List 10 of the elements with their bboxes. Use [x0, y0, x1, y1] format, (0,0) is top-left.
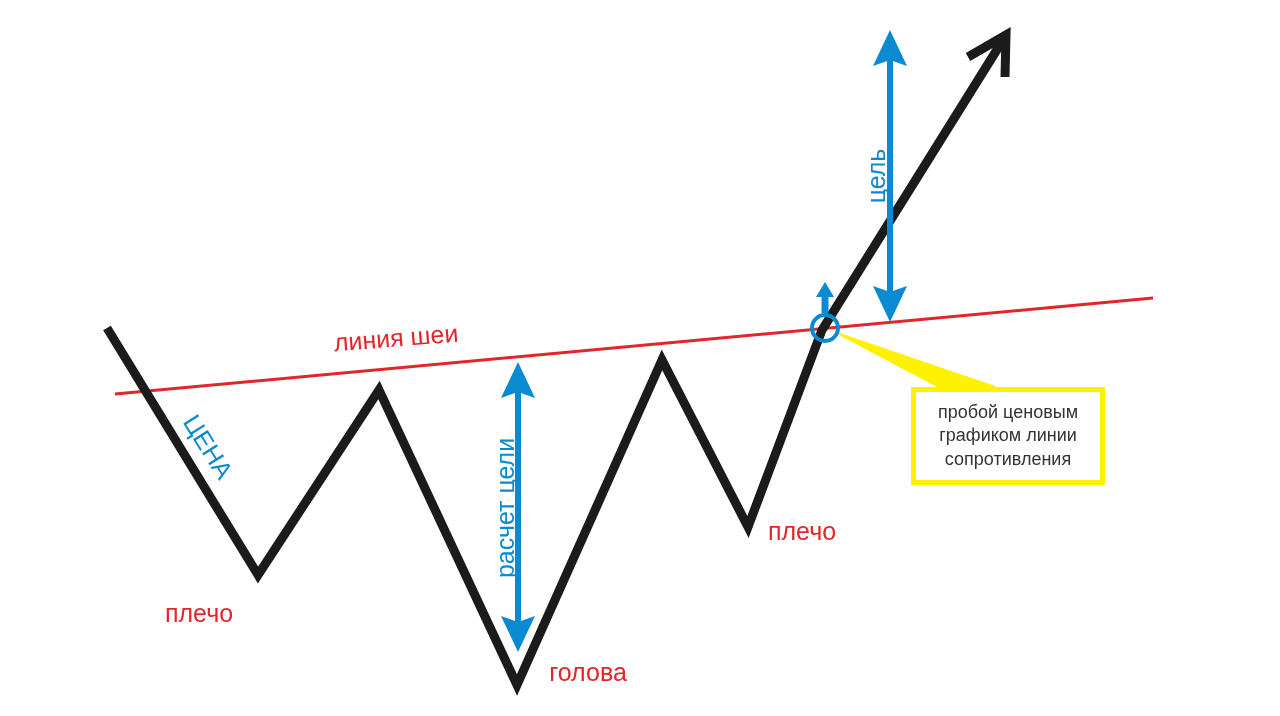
pattern-label: голова: [549, 659, 627, 685]
callout-text: пробой ценовым графиком линии сопротивления: [936, 400, 1080, 471]
pattern-label: плечо: [767, 518, 837, 544]
callout-box: [911, 387, 1105, 485]
measure-label: расчет цели: [492, 437, 518, 579]
line-label: линия шеи: [332, 320, 460, 356]
leader-wedge: [837, 332, 996, 388]
pattern-label: плечо: [164, 600, 234, 626]
breakout-circle: [809, 312, 841, 344]
measure-label: цель: [863, 148, 889, 204]
